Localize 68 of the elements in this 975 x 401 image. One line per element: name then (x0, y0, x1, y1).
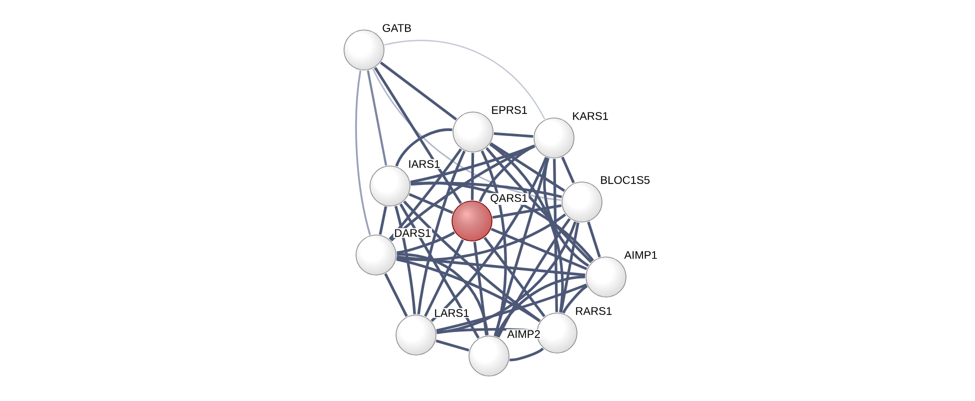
interaction-line (380, 62, 458, 120)
interaction-line (510, 348, 544, 362)
protein-sphere (344, 30, 384, 70)
protein-sphere (562, 182, 602, 222)
interaction-line (560, 222, 580, 313)
interaction-line (384, 273, 408, 317)
interaction-line (410, 144, 536, 184)
interaction-line (587, 222, 601, 258)
interaction-line (436, 283, 588, 332)
interaction-line (403, 200, 541, 322)
interaction-line (396, 231, 456, 254)
protein-sphere (370, 166, 410, 206)
interaction-line (355, 70, 371, 236)
interaction-line (492, 204, 562, 219)
protein-sphere (452, 112, 494, 152)
interaction-line (478, 144, 536, 202)
interaction-line (473, 242, 488, 336)
interaction-line (378, 206, 388, 235)
interaction-line (408, 193, 454, 214)
interaction-line (489, 143, 564, 312)
interaction-line (436, 340, 470, 352)
gene-label: EPRS1 (490, 105, 528, 115)
interaction-line (562, 284, 588, 314)
gene-label: KARS1 (571, 111, 610, 121)
interaction-line (374, 67, 462, 204)
gene-label: AIMP1 (623, 250, 658, 260)
interaction-line (410, 182, 562, 198)
interaction-line (470, 152, 474, 200)
interaction-line (430, 156, 548, 322)
protein-sphere (452, 200, 492, 242)
interaction-line (494, 158, 550, 336)
interaction-line (561, 156, 575, 184)
protein-sphere (356, 234, 396, 276)
interaction-line (384, 40, 546, 120)
interaction-line (490, 228, 588, 270)
gene-label: RARS1 (574, 306, 614, 316)
interaction-line (494, 132, 534, 138)
interaction-line (410, 182, 594, 262)
interaction-line (484, 236, 546, 318)
interaction-line (553, 158, 558, 312)
interaction-line (390, 144, 536, 242)
gene-label: IARS1 (407, 159, 442, 169)
interaction-line (490, 142, 566, 192)
interaction-line (388, 148, 462, 240)
interaction-line (486, 147, 592, 264)
interaction-line (436, 221, 577, 334)
interaction-line (417, 150, 466, 314)
interaction-line (424, 239, 464, 317)
gene-label: DARS1 (393, 228, 432, 238)
gene-label: AIMP2 (506, 329, 542, 339)
gene-label: QARS1 (489, 193, 529, 205)
interaction-line (394, 206, 416, 314)
interaction-line (497, 218, 571, 338)
interaction-line (396, 258, 541, 322)
interaction-line (543, 158, 590, 267)
interaction-line (396, 253, 489, 336)
protein-sphere (534, 118, 574, 158)
interaction-line (372, 68, 562, 201)
gene-label: BLOC1S5 (599, 175, 651, 185)
interaction-line (396, 213, 566, 262)
interaction-line (396, 256, 586, 276)
interaction-line (496, 276, 586, 338)
protein-sphere (396, 314, 436, 356)
interaction-line (366, 70, 388, 166)
gene-label: GATB (381, 23, 412, 33)
interaction-line (399, 203, 480, 339)
interaction-line (395, 128, 452, 167)
gene-label: LARS1 (433, 308, 470, 318)
